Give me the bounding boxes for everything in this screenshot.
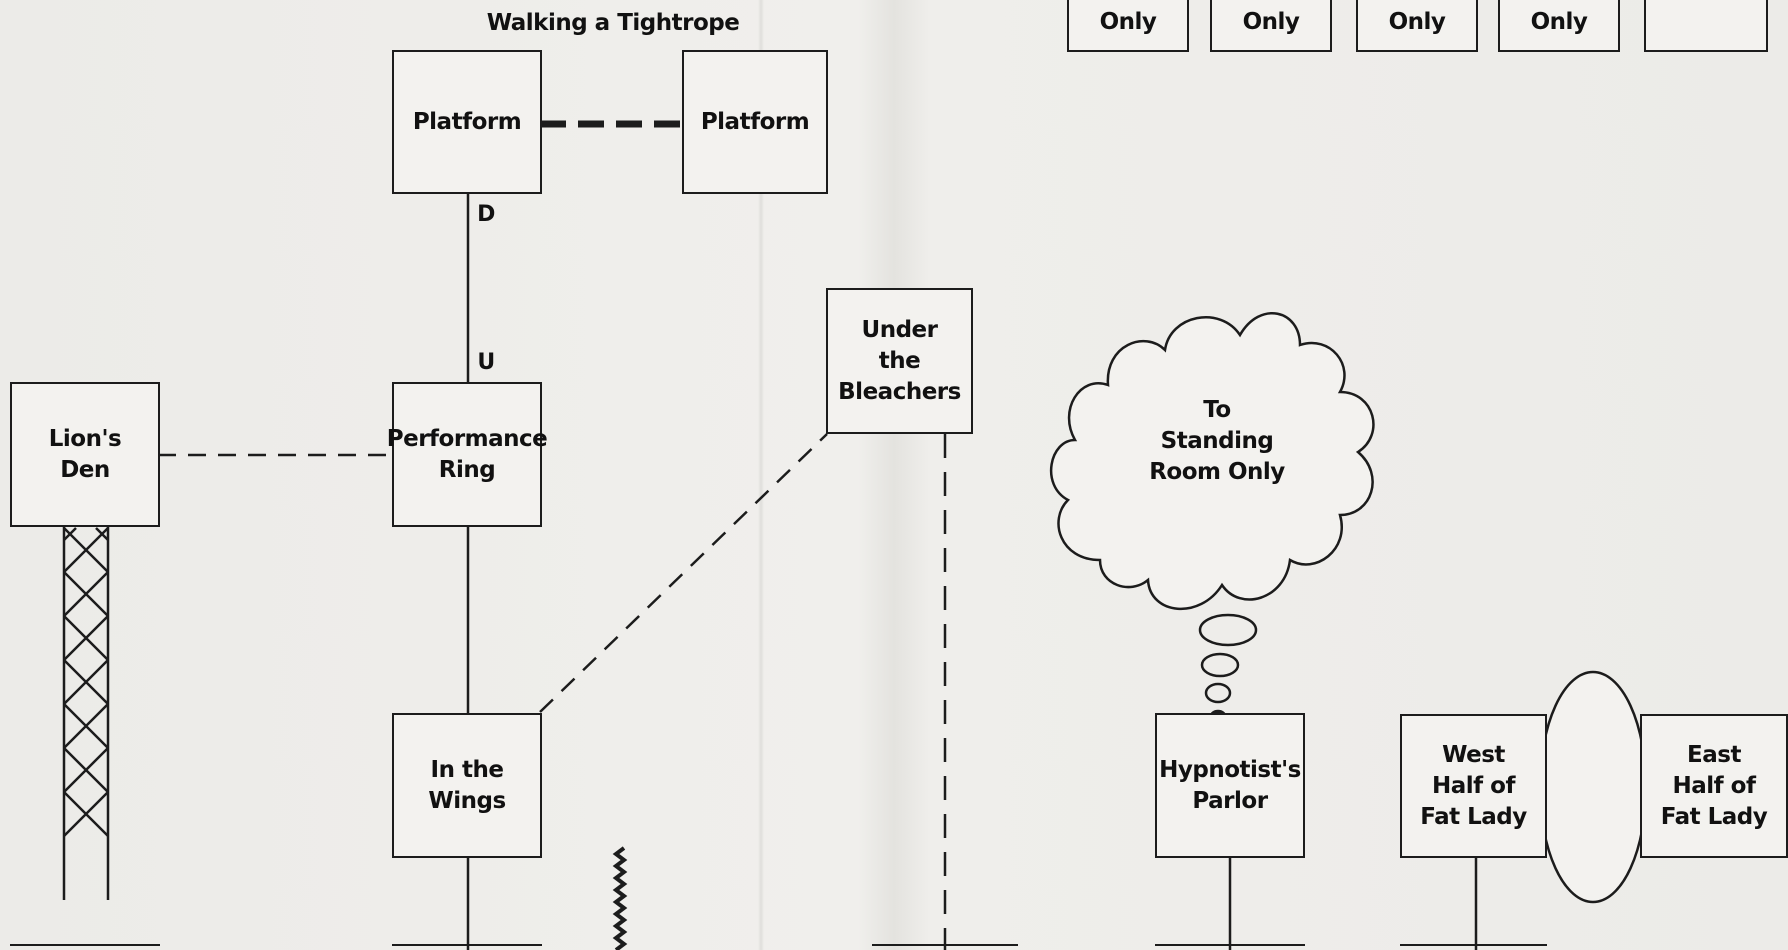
room-east-half-fat-lady: East Half of Fat Lady [1640, 714, 1788, 858]
room-label: Room Only [1523, 0, 1595, 35]
direction-down-label: D [477, 202, 495, 227]
standing-room-box-3: Room Only [1356, 0, 1478, 52]
room-under-the-bleachers: Under the Bleachers [826, 288, 973, 434]
room-lions-den: Lion's Den [10, 382, 160, 527]
room-label: Room Only [1235, 0, 1307, 35]
room-label: Room Only [1381, 0, 1453, 35]
room-label: East Half of Fat Lady [1660, 741, 1768, 830]
standing-room-box-2: Room Only [1210, 0, 1332, 52]
room-label: Platform [412, 108, 522, 135]
room-label: Room Only [1092, 0, 1164, 35]
partial-room-bottom-1 [10, 944, 160, 950]
room-in-the-wings: In the Wings [392, 713, 542, 858]
thought-bubble-1 [1198, 613, 1258, 647]
direction-up-label: U [477, 350, 495, 375]
room-label: In the Wings [428, 756, 506, 814]
partial-room-box-5 [1644, 0, 1768, 52]
standing-room-box-1: Room Only [1067, 0, 1189, 52]
partial-room-bottom-3 [872, 944, 1018, 950]
room-west-half-fat-lady: West Half of Fat Lady [1400, 714, 1547, 858]
connector-wings-bleachers [539, 433, 828, 713]
partial-room-bottom-4 [1155, 944, 1305, 950]
fat-lady-oval [1538, 670, 1648, 904]
thought-bubble-2 [1200, 652, 1240, 678]
room-label: Under the Bleachers [838, 316, 961, 405]
page-title: Walking a Tightrope [486, 10, 740, 36]
room-platform-left: Platform [392, 50, 542, 194]
room-label: Lion's Den [48, 425, 122, 483]
thought-bubble-3 [1204, 682, 1232, 704]
squiggle-line [612, 846, 628, 950]
lattice-tower [62, 525, 110, 900]
room-label: Platform [700, 108, 810, 135]
room-hypnotists-parlor: Hypnotist's Parlor [1155, 713, 1305, 858]
room-platform-right: Platform [682, 50, 828, 194]
page-fold [758, 0, 764, 950]
room-label: Hypnotist's Parlor [1159, 756, 1301, 814]
room-label: Performance Ring [386, 425, 548, 483]
thought-cloud [1049, 312, 1375, 610]
partial-room-bottom-2 [392, 944, 542, 950]
partial-room-bottom-5 [1400, 944, 1547, 950]
room-performance-ring: Performance Ring [387, 382, 548, 527]
room-label: West Half of Fat Lady [1420, 741, 1527, 830]
standing-room-box-4: Room Only [1498, 0, 1620, 52]
cloud-label: To Standing Room Only [1149, 397, 1285, 485]
